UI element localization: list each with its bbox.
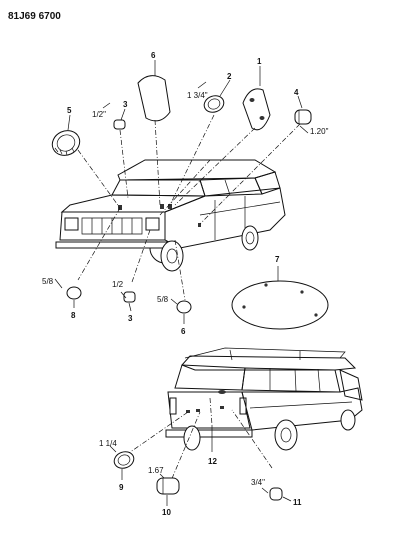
part-8-large-disc: 7 (231, 255, 329, 330)
callout-6-right: 6 (181, 327, 186, 336)
dimension-3-4: 3/4" (251, 478, 265, 487)
callout-3-top: 3 (123, 100, 128, 109)
callout-11: 11 (293, 498, 302, 507)
part-10-plug: 1.67 10 (148, 466, 180, 517)
callout-9: 9 (119, 483, 124, 492)
dimension-1-3-4: 1 3/4" (187, 91, 208, 100)
dimension-5-8-right: 5/8 (157, 295, 169, 304)
part-1-oblong-plug: 1 (242, 57, 271, 131)
part-9-plug: 1 1/4 9 (99, 439, 135, 492)
part-5-ribbed-grommet: 5 (51, 106, 81, 156)
callout-4: 4 (294, 88, 299, 97)
dimension-1-67: 1.67 (148, 466, 164, 475)
callout-8: 7 (275, 255, 280, 264)
part-6-plug-left: 5/8 8 (42, 277, 82, 320)
rear-vehicle-illustration (165, 347, 363, 451)
diagram-code: 81J69 6700 (8, 11, 61, 22)
dimension-1-2-middle: 1/2 (112, 280, 124, 289)
part-12-label: 12 (208, 425, 217, 466)
callout-1: 1 (257, 57, 262, 66)
part-7-oval-plug: 6 (137, 51, 171, 122)
leader-lines-upper (77, 114, 301, 301)
part-2-round-plug: 2 1 3/4" (187, 72, 232, 113)
dimension-1-20: 1.20" (310, 127, 329, 136)
callout-12: 12 (208, 457, 217, 466)
dimension-5-8-left: 5/8 (42, 277, 54, 286)
front-vehicle-illustration (55, 159, 286, 272)
dimension-1-1-4: 1 1/4 (99, 439, 117, 448)
part-4-cap-plug: 4 1.20" (294, 88, 329, 136)
callout-7: 6 (151, 51, 156, 60)
part-11-plug: 3/4" 11 (251, 478, 302, 507)
leader-lines-lower (125, 397, 273, 489)
part-6-plug-right: 5/8 6 (157, 295, 192, 336)
callout-5: 5 (67, 106, 72, 115)
callout-6-left: 8 (71, 311, 76, 320)
dimension-1-2-top: 1/2" (92, 110, 106, 119)
part-3-small-plug-top: 3 1/2" (92, 100, 128, 130)
callout-10: 10 (162, 508, 171, 517)
part-3-plug-middle: 1/2 3 (112, 280, 136, 323)
callout-3-middle: 3 (128, 314, 133, 323)
callout-2: 2 (227, 72, 232, 81)
